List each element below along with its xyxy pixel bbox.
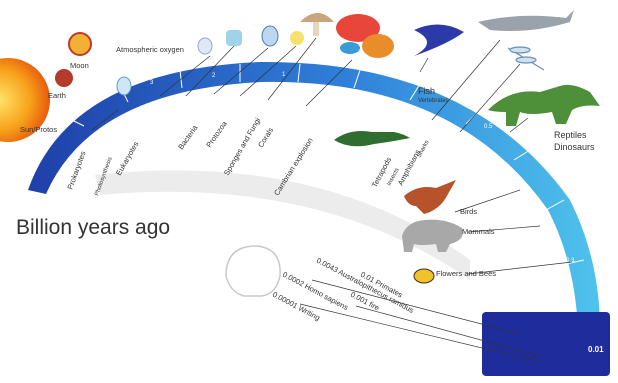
label-birds: Birds [460,207,477,216]
label-protozoa: Protozoa [204,119,229,149]
page-heading: Billion years ago [16,216,171,239]
label-corals: Corals [256,126,275,149]
arc-tick-2: 2 [212,73,216,79]
label-bacteria: Bacteria [176,123,200,151]
shadow-band [95,170,470,280]
sponge-icon [340,42,360,54]
protozoa-icon [261,25,279,47]
dragonfly-icon [507,46,545,71]
label-reptiles: Reptiles [554,130,587,140]
arc-tick-0-01: 0.01 [588,345,604,354]
cambrian-icon [362,34,394,58]
label-eukaryotes: Eukaryotes [114,140,141,177]
earth-icon [55,69,73,87]
arc-tick-0-5: 0.5 [484,124,493,130]
mushroom-icon [300,13,334,22]
tetrapod-icon [334,131,410,147]
label-earth: Earth [48,91,66,100]
label-dinosaurs: Dinosaurs [554,142,595,152]
label-flowers-bees: Flowers and Bees [436,269,496,278]
arc-tick-0-3: 0.3 [566,258,575,264]
mammal-icon [402,219,463,252]
arc-tick-1: 1 [282,72,286,78]
leader-lines [91,37,573,363]
label-fish: Fish [418,86,435,96]
arc-tick-3: 3 [150,80,154,86]
eukaryote-icon [197,37,213,55]
coral-icon [290,31,304,45]
arc-tick-4: 4 [94,100,98,106]
fish-icon [414,24,464,56]
dinosaur-icon [488,84,600,126]
label-moon: Moon [70,61,89,70]
label-atmospheric-oxygen: Atmospheric oxygen [116,45,184,54]
bird-icon [404,180,456,214]
brain-coral-icon [336,14,380,42]
label-sharks: Sharks [416,140,430,159]
bee-icon [413,268,435,284]
mushroom-stem [313,22,319,36]
bacteria-icon [226,30,242,46]
label-vertebrates: Vertebrates [418,98,449,104]
sun-icon [0,58,50,142]
oxygen-icon [116,76,132,96]
label-sun-protos: Sun/Protos [20,125,57,134]
skull-icon [225,245,281,297]
label-mammals: Mammals [462,227,495,236]
shark-icon [478,10,574,31]
recent-era-box [482,312,610,376]
moon-icon [68,32,92,56]
